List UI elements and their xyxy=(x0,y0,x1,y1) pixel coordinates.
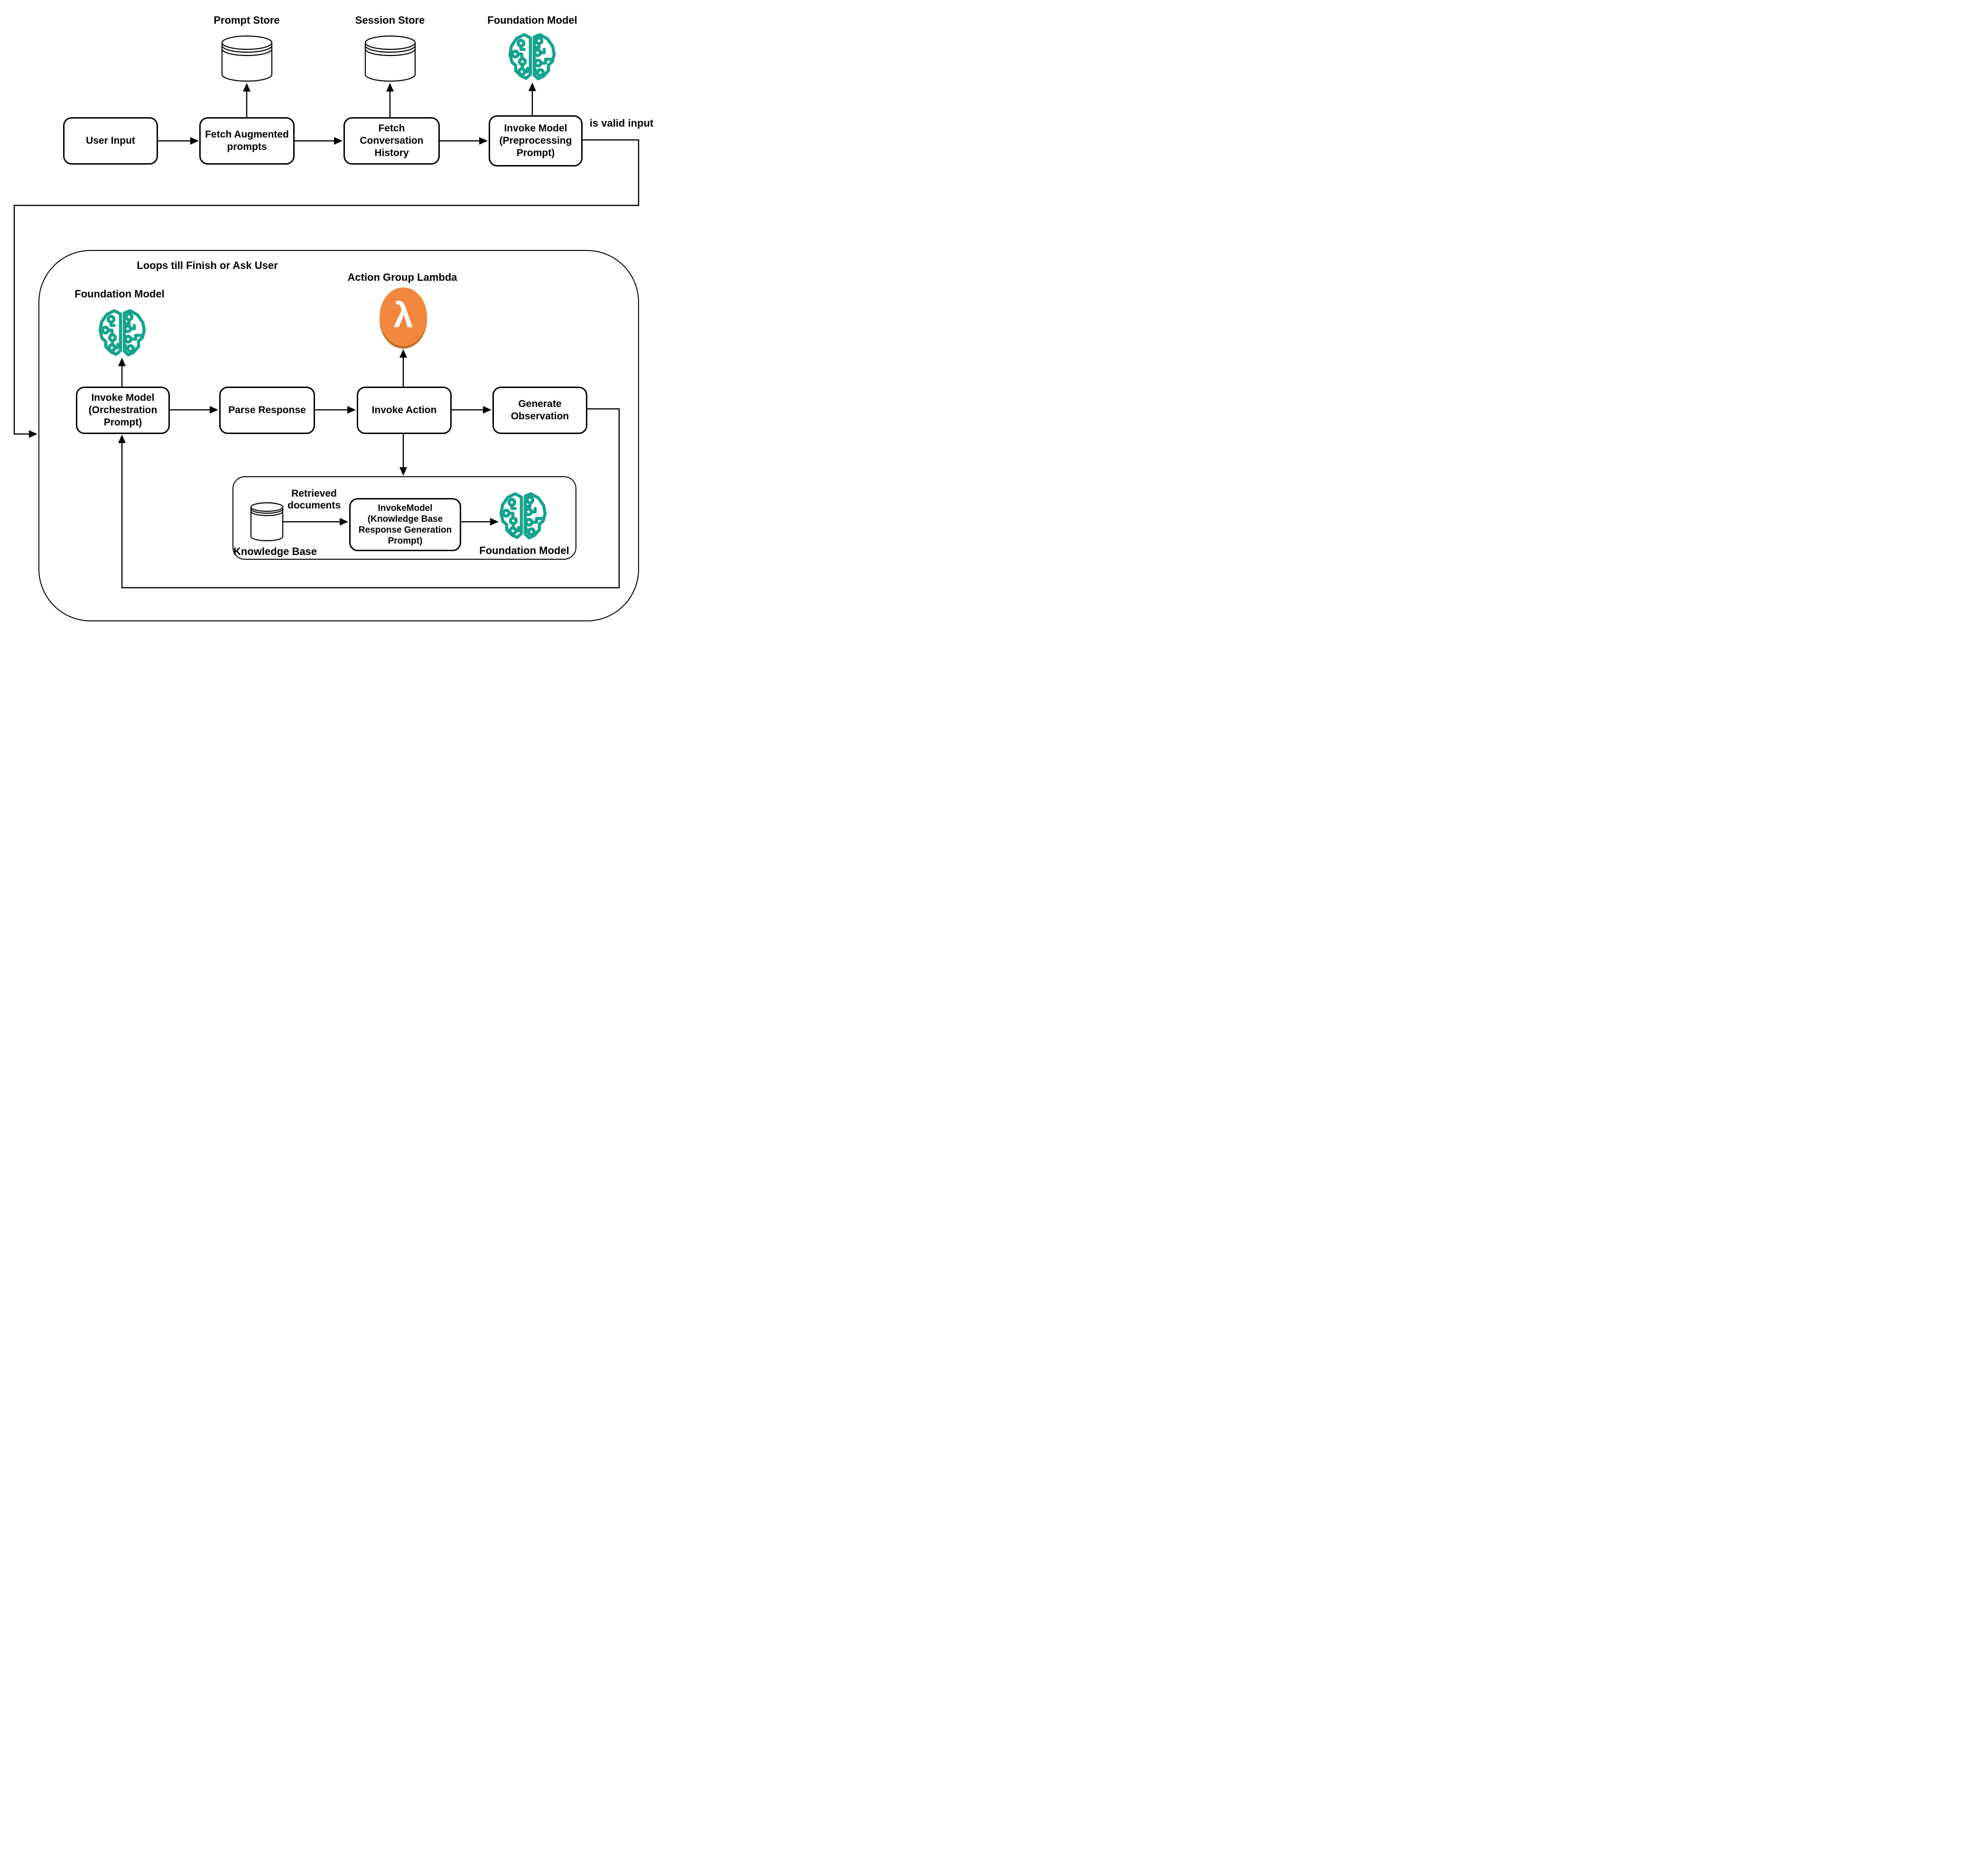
knowledge-base-database-icon xyxy=(250,502,284,542)
is-valid-input-label: is valid input xyxy=(589,117,654,129)
session-store-label: Session Store xyxy=(355,14,425,26)
foundation-model-label-top: Foundation Model xyxy=(487,14,577,26)
retrieved-documents-label: Retrieved documents xyxy=(287,488,341,511)
invoke-action-node: Invoke Action xyxy=(357,387,452,434)
invoke-model-preprocessing-node: Invoke Model (Preprocessing Prompt) xyxy=(489,115,583,166)
lambda-icon: λ xyxy=(380,287,427,346)
lambda-glyph: λ xyxy=(393,296,413,335)
session-store-database-icon xyxy=(364,35,416,82)
fetch-augmented-prompts-node: Fetch Augmented prompts xyxy=(199,117,295,165)
knowledge-base-label: Knowledge Base xyxy=(233,545,317,557)
loop-container xyxy=(38,250,639,621)
prompt-store-database-icon xyxy=(221,35,273,82)
invoke-model-kb-node: InvokeModel (Knowledge Base Response Gen… xyxy=(349,498,461,551)
loop-title-label: Loops till Finish or Ask User xyxy=(137,259,278,271)
generate-observation-node: Generate Observation xyxy=(492,387,587,434)
knowledge-base-container xyxy=(232,476,576,560)
foundation-model-label-loop: Foundation Model xyxy=(74,288,165,300)
action-group-lambda-label: Action Group Lambda xyxy=(347,271,457,283)
fetch-conversation-history-node: Fetch Conversation History xyxy=(343,117,440,165)
foundation-model-brain-icon xyxy=(510,35,554,79)
agent-flow-diagram: Prompt Store Session Store Foundation Mo… xyxy=(0,0,659,626)
invoke-model-orchestration-node: Invoke Model (Orchestration Prompt) xyxy=(76,387,170,434)
foundation-model-label-kb: Foundation Model xyxy=(479,545,569,556)
prompt-store-label: Prompt Store xyxy=(213,14,280,26)
parse-response-node: Parse Response xyxy=(219,387,315,434)
arrow-valid-input-to-loop xyxy=(13,139,640,438)
user-input-node: User Input xyxy=(63,117,158,165)
